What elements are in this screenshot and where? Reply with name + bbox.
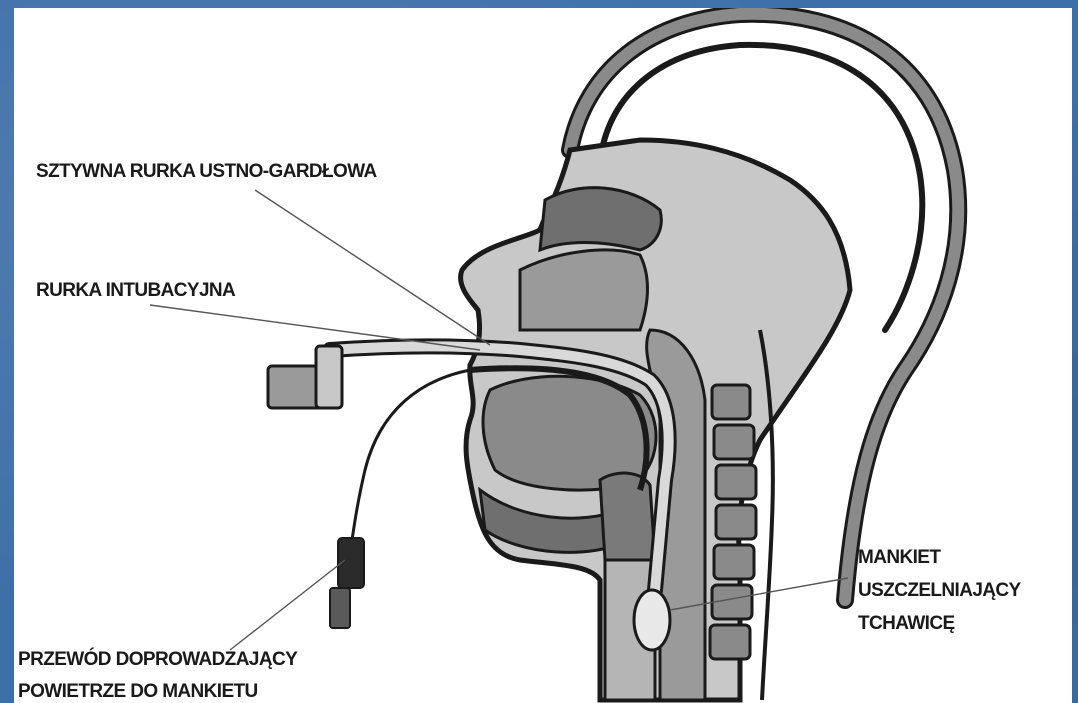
cuff-inflation-line [330,370,470,628]
nasal-cavity [520,250,648,330]
label-cuff-line-2: POWIETRZE DO MANKIETU [18,681,258,702]
diagram-frame: SZTYWNA RURKA USTNO-GARDŁOWA RURKA INTUB… [14,8,1072,703]
larynx [600,473,655,560]
label-intubation-tube: RURKA INTUBACYJNA [36,280,236,301]
tracheal-cuff [634,590,670,650]
cervical-spine [710,385,756,659]
label-tracheal-cuff-3: TCHAWICĘ [858,613,955,634]
label-tracheal-cuff-2: USZCZELNIAJĄCY [858,580,1022,601]
label-rigid-tube: SZTYWNA RURKA USTNO-GARDŁOWA [36,161,378,182]
intubation-head-diagram: SZTYWNA RURKA USTNO-GARDŁOWA RURKA INTUB… [14,8,1072,703]
label-cuff-line-1: PRZEWÓD DOPROWADZAJĄCY [18,648,298,670]
label-tracheal-cuff-1: MANKIET [858,547,941,568]
